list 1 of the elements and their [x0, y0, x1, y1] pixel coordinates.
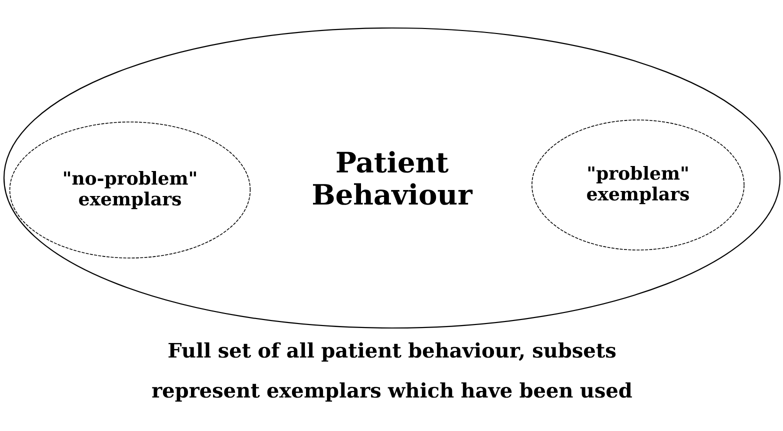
caption: Full set of all patient behaviour, subsets represent exemplars which have been used: [152, 342, 632, 402]
